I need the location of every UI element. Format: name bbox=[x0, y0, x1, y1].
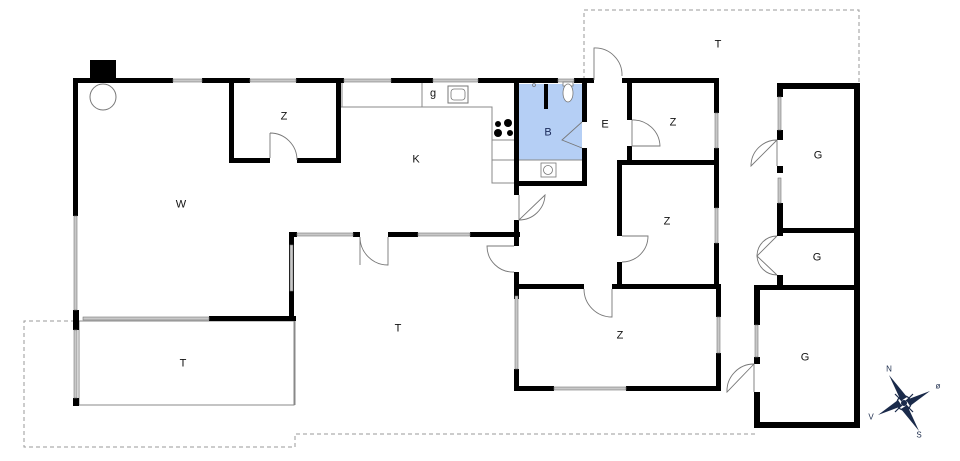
room-label-terrace-center: T bbox=[394, 322, 402, 335]
compass-south-label: S bbox=[916, 430, 922, 440]
compass-west-label: V bbox=[868, 412, 874, 422]
room-label-room-ne: Z bbox=[669, 116, 677, 129]
compass-rose bbox=[878, 375, 930, 431]
stove-fireplace bbox=[89, 83, 117, 111]
windows bbox=[73, 78, 782, 399]
room-label-terrace-n: T bbox=[714, 38, 722, 51]
room-label-room-nw: Z bbox=[280, 110, 288, 123]
room-label-kitchen: K bbox=[412, 153, 420, 166]
cooktop bbox=[494, 119, 513, 137]
room-label-living: W bbox=[175, 198, 187, 211]
compass-east-label: ø bbox=[935, 381, 941, 391]
room-label-kitchen-g: g bbox=[429, 87, 437, 100]
room-label-bath: B bbox=[544, 126, 552, 139]
sink bbox=[447, 85, 469, 104]
doors bbox=[269, 47, 778, 394]
room-label-garage-1: G bbox=[813, 149, 823, 162]
room-label-room-se: Z bbox=[616, 329, 624, 342]
room-label-garage-2: G bbox=[812, 251, 822, 264]
terrace-outlines bbox=[23, 9, 860, 448]
room-label-entry: E bbox=[601, 118, 609, 131]
toilet bbox=[562, 83, 574, 103]
room-label-terrace-w: T bbox=[179, 357, 187, 370]
room-label-room-e: Z bbox=[663, 215, 671, 228]
walls bbox=[73, 60, 860, 428]
compass-north-label: N bbox=[886, 364, 892, 374]
room-label-garage-3: G bbox=[800, 351, 810, 364]
